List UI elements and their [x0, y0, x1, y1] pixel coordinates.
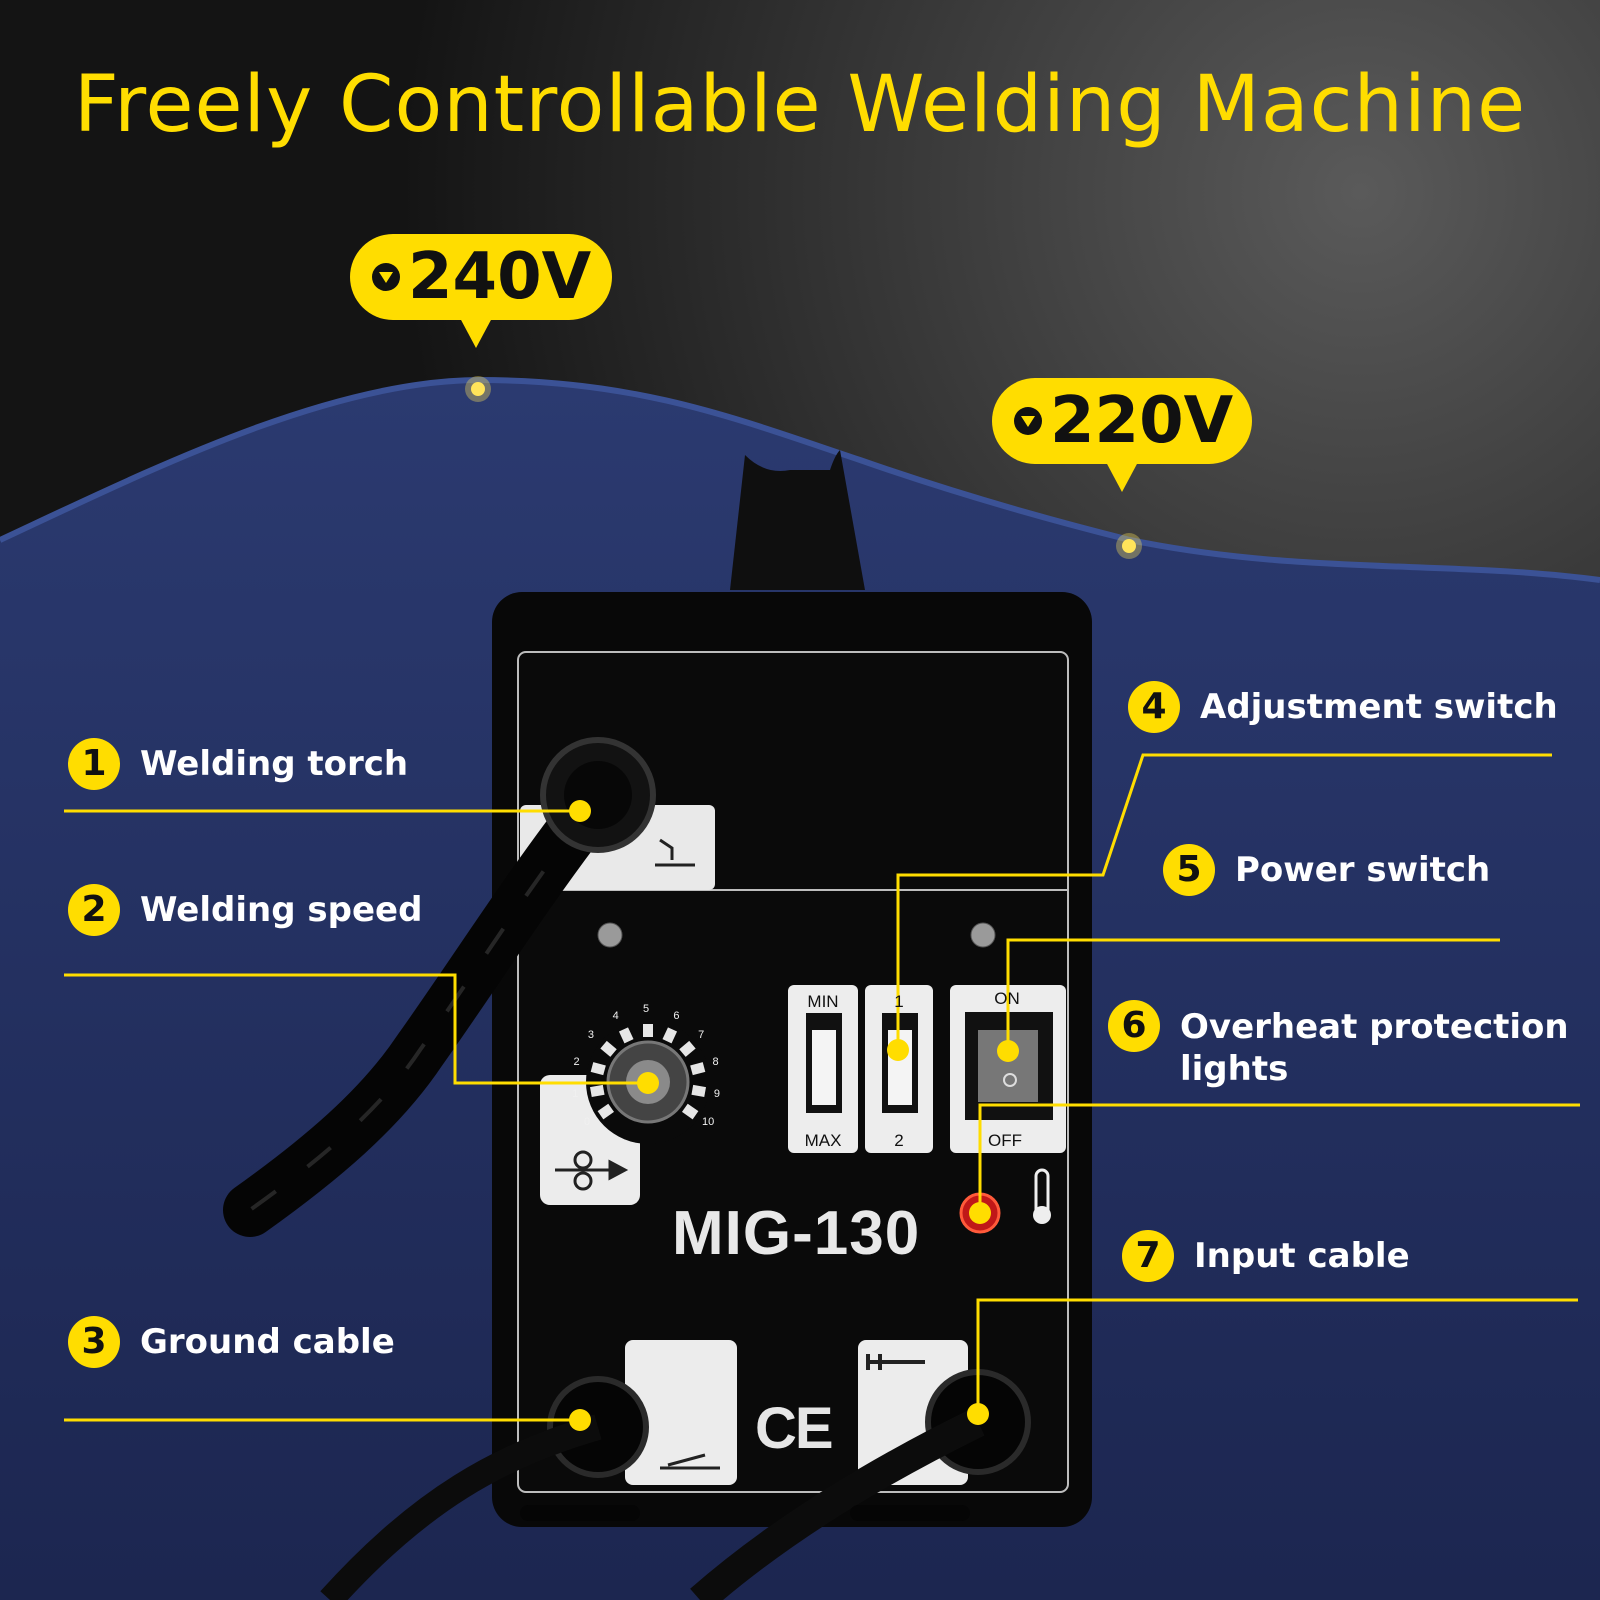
callout-number: 6 — [1108, 1000, 1160, 1052]
callout-number: 2 — [68, 884, 120, 936]
leader-line-5 — [1006, 938, 1500, 1051]
callout-number: 7 — [1122, 1230, 1174, 1282]
leader-lines — [64, 753, 1580, 1422]
feed-arrow-icon — [555, 1159, 629, 1181]
ground-clamp-icon — [660, 1453, 720, 1470]
leader-endpoints — [569, 800, 1019, 1431]
endpoint-5 — [997, 1040, 1019, 1062]
callout-text: Ground cable — [140, 1322, 395, 1362]
leader-line-2 — [64, 973, 648, 1085]
voltage-badge-240v: 240V — [350, 234, 612, 348]
dial-tick — [691, 1084, 706, 1097]
endpoint-6 — [969, 1202, 991, 1224]
callout-text-block: Overheat protection lights — [1180, 1006, 1569, 1090]
dial-number: 6 — [673, 1009, 680, 1022]
thermometer-bulb-icon — [1033, 1206, 1051, 1224]
callout-text: Welding torch — [140, 744, 409, 784]
callout-text: Adjustment switch — [1200, 687, 1558, 727]
screw-right — [970, 922, 996, 948]
voltage-240v-text: 240V — [408, 240, 592, 314]
dial-number: 2 — [573, 1056, 580, 1069]
dial-tick — [618, 1027, 634, 1044]
ground-label-plate — [625, 1340, 737, 1485]
callout-welding-torch: 1 Welding torch — [68, 738, 408, 790]
dial-tick — [662, 1027, 678, 1044]
dial-number: 9 — [713, 1087, 721, 1100]
switch-off-label: OFF — [988, 1131, 1022, 1150]
wave-edge — [0, 376, 1600, 583]
callout-overheat-protection: 6 Overheat protection lights — [1108, 1000, 1569, 1090]
torch-symbol-icon — [655, 838, 695, 867]
dial-tick — [590, 1062, 606, 1076]
page-title: Freely Controllable Welding Machine — [73, 60, 1527, 150]
callout-text: Overheat protection — [1180, 1007, 1569, 1047]
callout-welding-speed: 2 Welding speed — [68, 884, 422, 936]
callout-text: Input cable — [1194, 1236, 1410, 1276]
callout-number: 4 — [1128, 681, 1180, 733]
switch-2-label: 2 — [894, 1131, 904, 1150]
leader-line-6 — [978, 1103, 1580, 1213]
endpoint-1 — [569, 800, 591, 822]
dial-tick — [679, 1040, 696, 1057]
roller-bottom-icon — [573, 1171, 593, 1191]
voltage-220v-text: 220V — [1050, 384, 1234, 458]
roller-top-icon — [573, 1150, 593, 1170]
dial-number: 5 — [643, 1003, 650, 1015]
model-name: MIG-130 — [672, 1199, 921, 1268]
dot-240v — [471, 382, 485, 396]
voltage-badge-220v: 220V — [992, 378, 1252, 492]
screw-left — [597, 922, 623, 948]
torch-cable-highlight — [248, 813, 587, 1212]
endpoint-3 — [569, 1409, 591, 1431]
foot-right — [850, 1505, 970, 1521]
foot-left — [520, 1505, 640, 1521]
minmax-rocker[interactable] — [812, 1030, 836, 1105]
ce-mark: CE — [755, 1396, 834, 1461]
plug-icon — [866, 1354, 925, 1370]
dial-number: 3 — [587, 1028, 594, 1041]
dial-number: 4 — [612, 1009, 619, 1022]
endpoint-2 — [637, 1072, 659, 1094]
dial-tick — [600, 1040, 617, 1057]
callout-number: 1 — [68, 738, 120, 790]
machine-handle — [730, 450, 865, 590]
callout-number: 5 — [1163, 844, 1215, 896]
switch-1-label: 1 — [894, 992, 904, 1011]
down-triangle-icon — [1014, 407, 1042, 435]
dial-tick — [690, 1062, 706, 1076]
dial-number: 0 — [584, 1116, 591, 1129]
power-off-mark — [1003, 1073, 1017, 1087]
callout-text: Welding speed — [140, 890, 423, 930]
callout-text: Power switch — [1235, 850, 1491, 890]
switch-on-label: ON — [994, 989, 1020, 1008]
callout-input-cable: 7 Input cable — [1122, 1230, 1410, 1282]
leader-line-7 — [976, 1298, 1578, 1414]
dial-tick — [597, 1103, 615, 1120]
callout-power-switch: 5 Power switch — [1163, 844, 1490, 896]
callout-adjustment-switch: 4 Adjustment switch — [1128, 681, 1558, 733]
switch-max-label: MAX — [804, 1131, 842, 1150]
endpoint-4 — [887, 1039, 909, 1061]
ground-cable — [320, 1414, 602, 1600]
leader-line-4 — [896, 753, 1552, 1050]
callout-ground-cable: 3 Ground cable — [68, 1316, 395, 1368]
speed-dial-ticks — [590, 1024, 706, 1120]
callout-text-line2: lights — [1180, 1049, 1289, 1089]
callout-number: 3 — [68, 1316, 120, 1368]
dial-number: 8 — [712, 1056, 719, 1069]
endpoint-7 — [967, 1403, 989, 1425]
dial-number: 1 — [572, 1087, 579, 1100]
dial-tick — [681, 1103, 699, 1120]
dot-220v — [1122, 539, 1136, 553]
input-cable — [690, 1408, 985, 1600]
switch-min-label: MIN — [807, 992, 839, 1011]
dial-number: 10 — [701, 1116, 715, 1129]
dial-tick — [590, 1084, 605, 1097]
down-triangle-icon — [372, 263, 400, 291]
dial-number: 7 — [698, 1028, 705, 1041]
